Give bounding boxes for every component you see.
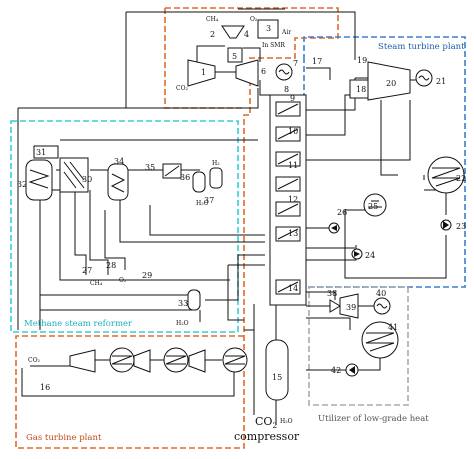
stream-h2o-33: H₂O xyxy=(176,320,189,327)
node-21: 21 xyxy=(436,77,446,86)
node-12: 12 xyxy=(288,195,298,204)
air-separation-unit-3 xyxy=(257,19,279,39)
stream-labels: CH₄ O₂ Air In SMR CO₂ H₂ H₂O CH₄ O₂ H₂O … xyxy=(28,16,300,443)
compressor-1 xyxy=(187,59,216,87)
node-7: 7 xyxy=(293,59,298,68)
node-5: 5 xyxy=(232,52,237,61)
node-30: 30 xyxy=(82,175,92,184)
node-31: 31 xyxy=(36,148,46,157)
node-22: 22 xyxy=(456,174,466,183)
node-10: 10 xyxy=(288,127,298,136)
stream-co2-top: CO₂ xyxy=(176,85,189,92)
low-grade-heat-boundary xyxy=(308,286,409,406)
node-29: 29 xyxy=(142,271,152,280)
node-15: 15 xyxy=(272,373,282,382)
compressor-label: compressor xyxy=(234,430,300,443)
stream-air: Air xyxy=(281,29,291,36)
equipment xyxy=(25,19,465,401)
stream-o2-28: O₂ xyxy=(119,277,127,284)
stream-h2o-bottom: H₂O xyxy=(280,418,293,425)
node-38: 38 xyxy=(327,289,337,298)
node-17: 17 xyxy=(312,57,322,66)
node-28: 28 xyxy=(106,261,116,270)
stream-co2-left: CO₂ xyxy=(28,357,41,364)
separator-36 xyxy=(192,171,206,193)
node-9: 9 xyxy=(290,94,295,103)
compressor-stage-c xyxy=(188,349,206,373)
node-36: 36 xyxy=(180,173,190,182)
node-25: 25 xyxy=(368,202,378,211)
burner-31 xyxy=(33,145,59,159)
node-39: 39 xyxy=(346,303,356,312)
reactor-34 xyxy=(107,163,129,201)
node-20: 20 xyxy=(386,79,396,88)
node-4: 4 xyxy=(244,30,249,39)
condenser-22 xyxy=(427,156,465,194)
node-8: 8 xyxy=(284,85,289,94)
compressor-stage-a xyxy=(69,349,96,373)
node-24: 24 xyxy=(365,251,375,260)
stream-in-smr: In SMR xyxy=(262,42,285,49)
section-low-grade-title: Utilizer of low-grade heat xyxy=(318,414,429,424)
steam-turbine-20 xyxy=(367,61,411,101)
combustion-chamber-5 xyxy=(227,47,243,63)
node-40: 40 xyxy=(376,289,386,298)
valve-38 xyxy=(329,299,341,313)
stream-ch4-27: CH₄ xyxy=(90,280,103,287)
node-14: 14 xyxy=(288,284,298,293)
stream-o2-top: O₂ xyxy=(250,16,258,23)
heater-25 xyxy=(363,193,387,217)
node-26: 26 xyxy=(337,208,347,217)
node-41: 41 xyxy=(388,323,398,332)
node-27: 27 xyxy=(82,266,92,275)
node-numbers: 1 2 3 4 5 6 7 8 9 10 11 12 13 14 15 16 1… xyxy=(17,24,466,392)
node-18: 18 xyxy=(356,85,366,94)
node-35: 35 xyxy=(145,163,155,172)
section-titles: Gas turbine plant Steam turbine plant Me… xyxy=(24,42,465,443)
node-42: 42 xyxy=(331,366,341,375)
reformer-32 xyxy=(25,159,53,201)
node-1: 1 xyxy=(201,68,206,77)
condenser-41 xyxy=(361,321,399,359)
stream-ch4-top: CH₄ xyxy=(206,16,219,23)
node-16: 16 xyxy=(40,383,50,392)
node-37: 37 xyxy=(204,196,214,205)
node-11: 11 xyxy=(288,161,298,170)
co2-compressor-label: CO2 xyxy=(255,415,277,430)
stream-h2-right: H₂ xyxy=(212,160,220,167)
separator-33 xyxy=(187,289,201,311)
node-19: 19 xyxy=(357,56,367,65)
section-gas-turbine-title: Gas turbine plant xyxy=(26,433,102,443)
node-3: 3 xyxy=(266,24,271,33)
hrsg-heat-exchangers xyxy=(275,101,301,295)
section-reformer-title: Methane steam reformer xyxy=(24,319,133,329)
node-6: 6 xyxy=(261,67,266,76)
node-13: 13 xyxy=(288,229,298,238)
node-34: 34 xyxy=(114,157,124,166)
compressor-stage-b xyxy=(133,349,151,373)
node-2: 2 xyxy=(210,30,215,39)
turbine-39 xyxy=(339,293,359,319)
node-32: 32 xyxy=(17,180,27,189)
separator-15 xyxy=(265,339,289,401)
node-33: 33 xyxy=(178,299,188,308)
node-23: 23 xyxy=(456,222,466,231)
stream-h2o-36: H₂O xyxy=(196,200,209,207)
mixing-valve-4 xyxy=(221,25,245,39)
reformer-boundary xyxy=(10,120,239,333)
gas-turbine-6 xyxy=(235,59,259,87)
section-steam-turbine-title: Steam turbine plant xyxy=(378,42,465,52)
psa-37 xyxy=(209,167,223,189)
